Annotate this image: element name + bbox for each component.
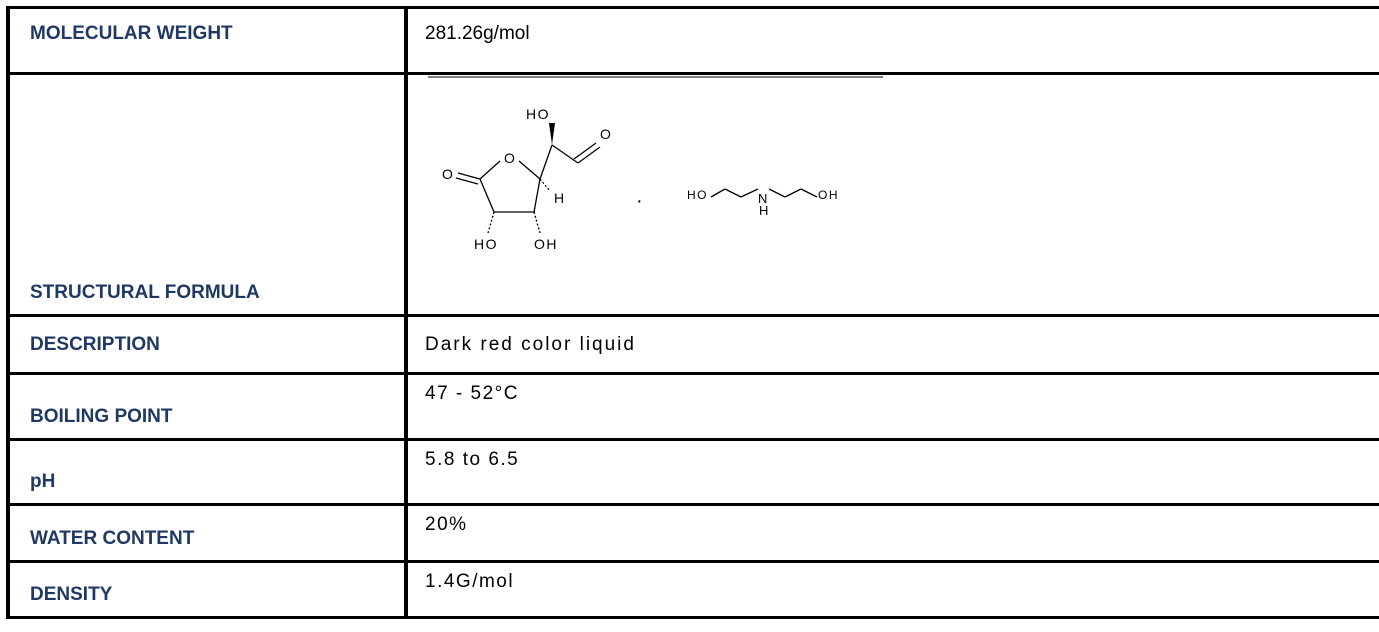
atom-label: OH bbox=[534, 236, 558, 252]
atom-label: N bbox=[758, 191, 769, 206]
row-value: Dark red color liquid bbox=[406, 314, 1379, 375]
row-label: MOLECULAR WEIGHT bbox=[6, 6, 408, 75]
table-row-structural-formula: STRUCTURAL FORMULA bbox=[6, 72, 1379, 317]
molecule-diagram: HO O O O H HO OH · HO N H OH bbox=[428, 76, 883, 252]
row-label: BOILING POINT bbox=[6, 372, 408, 441]
row-label: DESCRIPTION bbox=[6, 314, 408, 375]
atom-label: OH bbox=[818, 188, 839, 202]
row-value: 47 - 52°C bbox=[406, 372, 1379, 441]
atom-label: HO bbox=[687, 188, 708, 202]
row-label: pH bbox=[6, 438, 408, 506]
atom-label: HO bbox=[474, 236, 498, 252]
row-label: STRUCTURAL FORMULA bbox=[6, 72, 408, 317]
row-value: 281.26g/mol bbox=[406, 6, 1379, 75]
table-row-description: DESCRIPTION Dark red color liquid bbox=[6, 314, 1379, 375]
atom-label: HO bbox=[526, 106, 550, 122]
atom-label: O bbox=[504, 150, 516, 166]
specification-table: MOLECULAR WEIGHT 281.26g/mol STRUCTURAL … bbox=[6, 6, 1379, 619]
table-row-density: DENSITY 1.4G/mol bbox=[6, 560, 1379, 619]
table-row-boiling-point: BOILING POINT 47 - 52°C bbox=[6, 372, 1379, 441]
structural-formula-cell: HO O O O H HO OH · HO N H OH bbox=[406, 72, 1379, 317]
separator-dot: · bbox=[636, 190, 644, 212]
row-label: DENSITY bbox=[6, 560, 408, 619]
atom-label: H bbox=[759, 203, 770, 218]
structural-formula-image: HO O O O H HO OH · HO N H OH bbox=[428, 75, 898, 291]
row-value: 20% bbox=[406, 503, 1379, 563]
row-value: 1.4G/mol bbox=[406, 560, 1379, 619]
table-row-molecular-weight: MOLECULAR WEIGHT 281.26g/mol bbox=[6, 6, 1379, 75]
table-row-ph: pH 5.8 to 6.5 bbox=[6, 438, 1379, 506]
atom-label: H bbox=[554, 190, 566, 206]
row-label: WATER CONTENT bbox=[6, 503, 408, 563]
table-row-water-content: WATER CONTENT 20% bbox=[6, 503, 1379, 563]
atom-label: O bbox=[442, 166, 454, 182]
atom-label: O bbox=[600, 126, 612, 142]
row-value: 5.8 to 6.5 bbox=[406, 438, 1379, 506]
